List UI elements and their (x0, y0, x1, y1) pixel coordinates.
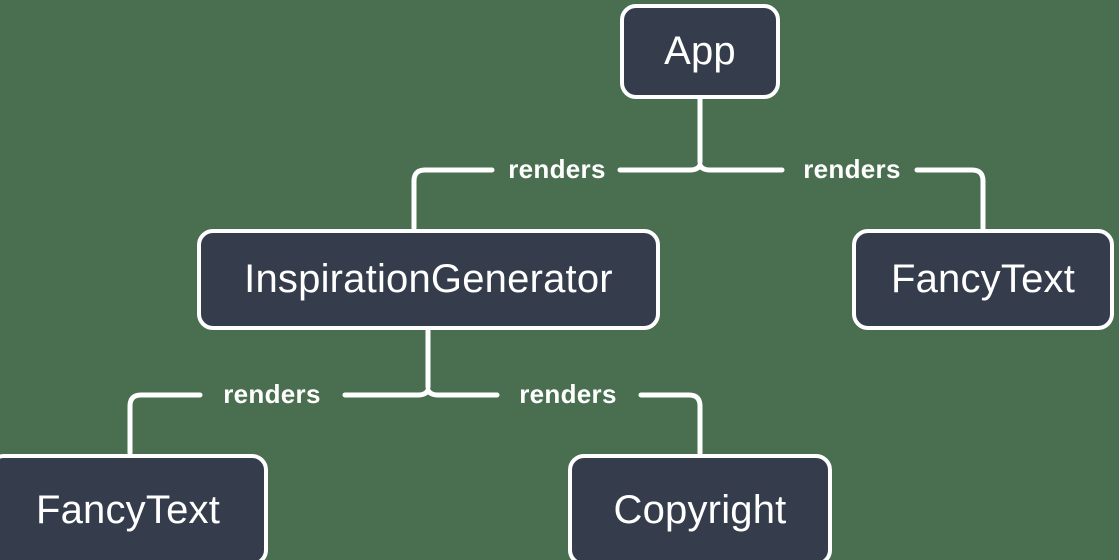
edge-label-app-to-fancytext: renders (803, 154, 901, 184)
node-fancytext-bottom[interactable]: FancyText (0, 454, 268, 560)
edge-app-to-inspirationgenerator-right-seg (617, 162, 703, 173)
edge-ig-to-copyright-right-seg (638, 392, 703, 456)
edge-label-inspirationgenerator-to-copyright: renders (519, 379, 617, 409)
node-fancytext-right[interactable]: FancyText (852, 229, 1114, 330)
edge-app-to-fancytext-left-seg (697, 162, 785, 173)
node-copyright[interactable]: Copyright (568, 454, 832, 560)
edge-ig-to-copyright-left-seg (425, 387, 500, 398)
node-inspiration-generator[interactable]: InspirationGenerator (197, 229, 660, 330)
edge-label-app-to-inspirationgenerator: renders (508, 154, 606, 184)
edge-label-inspirationgenerator-to-fancytext: renders (223, 379, 321, 409)
node-copyright-label: Copyright (613, 487, 787, 532)
edge-ig-to-fancytext-left-seg (127, 392, 203, 456)
node-app-label: App (664, 29, 736, 73)
edge-app-to-fancytext-right-seg (914, 167, 986, 231)
edge-ig-to-fancytext-right-seg (342, 387, 431, 398)
edge-app-to-inspirationgenerator-left-seg (411, 167, 495, 231)
node-fancytext-right-label: FancyText (890, 257, 1076, 301)
node-inspiration-generator-label: InspirationGenerator (244, 257, 613, 301)
node-app[interactable]: App (620, 4, 780, 99)
node-fancytext-bottom-label: FancyText (35, 487, 221, 532)
